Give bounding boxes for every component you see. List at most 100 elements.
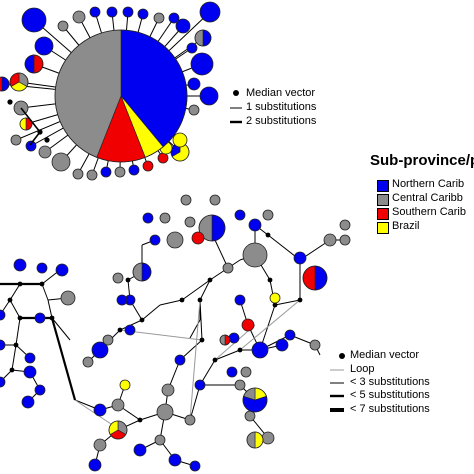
haplotype-node bbox=[21, 7, 47, 33]
haplotype-node bbox=[106, 6, 118, 18]
haplotype-node bbox=[91, 341, 109, 359]
network-edge bbox=[15, 317, 21, 346]
haplotype-node bbox=[24, 54, 44, 74]
haplotype-node bbox=[82, 356, 94, 368]
haplotype-slice bbox=[166, 231, 184, 249]
median-vector bbox=[197, 297, 203, 303]
haplotype-slice bbox=[226, 366, 238, 378]
loop-edge bbox=[189, 299, 201, 421]
haplotype-slice bbox=[24, 352, 36, 364]
bottom-legend-7-substitutions-label: < 7 substitutions bbox=[350, 403, 430, 415]
central-haplotype-node bbox=[54, 29, 188, 163]
haplotype-slice bbox=[248, 218, 262, 232]
median-vector bbox=[297, 297, 303, 303]
haplotype-slice bbox=[91, 341, 109, 359]
haplotype-node bbox=[242, 387, 268, 413]
haplotype-node bbox=[219, 334, 231, 346]
network-edge bbox=[141, 304, 161, 321]
bottom-legend-3-substitutions-label: < 3 substitutions bbox=[350, 376, 430, 388]
haplotype-node bbox=[112, 272, 124, 284]
median-vector bbox=[49, 315, 55, 321]
haplotype-outline bbox=[194, 29, 212, 47]
median-vector bbox=[39, 281, 45, 287]
haplotype-slice bbox=[159, 212, 171, 224]
haplotype-slice bbox=[275, 338, 289, 352]
haplotype-node bbox=[149, 234, 161, 246]
network-edge bbox=[29, 131, 41, 146]
haplotype-node bbox=[55, 263, 69, 277]
haplotype-node bbox=[251, 341, 269, 359]
haplotype-node bbox=[168, 453, 182, 467]
haplotype-node bbox=[0, 309, 6, 321]
haplotype-slice bbox=[25, 140, 37, 152]
median-vector bbox=[237, 347, 243, 353]
haplotype-node bbox=[168, 12, 180, 24]
haplotype-slice bbox=[93, 403, 107, 417]
haplotype-slice bbox=[122, 6, 134, 18]
haplotype-node bbox=[57, 20, 69, 32]
haplotype-node bbox=[234, 294, 246, 306]
median-vector bbox=[44, 137, 50, 143]
haplotype-outline bbox=[219, 334, 231, 346]
haplotype-node bbox=[241, 318, 255, 332]
haplotype-node bbox=[93, 403, 107, 417]
haplotype-outline bbox=[0, 76, 10, 92]
haplotype-slice bbox=[133, 443, 147, 457]
haplotype-node bbox=[142, 212, 154, 224]
median-vector bbox=[233, 90, 239, 96]
haplotype-node bbox=[175, 18, 191, 34]
haplotype-slice bbox=[23, 365, 37, 379]
haplotype-slice bbox=[234, 294, 246, 306]
median-vector bbox=[272, 302, 278, 308]
haplotype-slice bbox=[34, 384, 46, 396]
median-vector bbox=[267, 277, 273, 283]
median-vector bbox=[17, 315, 23, 321]
network-edge bbox=[214, 349, 241, 361]
bottom-legend-median-vector-label: Median vector bbox=[350, 349, 420, 361]
haplotype-slice bbox=[86, 169, 98, 181]
haplotype-node bbox=[186, 42, 198, 54]
haplotype-slice bbox=[172, 132, 188, 148]
haplotype-slice bbox=[82, 356, 94, 368]
haplotype-slice bbox=[190, 52, 214, 76]
haplotype-slice bbox=[0, 76, 3, 92]
bottom-legend-loop-label: Loop bbox=[350, 363, 375, 375]
haplotype-slice bbox=[309, 339, 321, 351]
haplotype-slice bbox=[161, 383, 175, 397]
haplotype-outline bbox=[9, 72, 29, 92]
haplotype-node bbox=[228, 332, 240, 344]
haplotype-slice bbox=[191, 231, 205, 245]
haplotype-node bbox=[248, 218, 262, 232]
haplotype-slice bbox=[0, 309, 6, 321]
haplotype-node bbox=[24, 352, 36, 364]
haplotype-slice bbox=[13, 258, 27, 272]
haplotype-node bbox=[246, 431, 264, 449]
haplotype-node bbox=[9, 72, 29, 92]
haplotype-outline bbox=[242, 387, 268, 413]
haplotype-slice bbox=[262, 209, 274, 221]
haplotype-slice bbox=[128, 164, 140, 176]
haplotype-outline bbox=[132, 262, 152, 282]
haplotype-slice bbox=[102, 334, 114, 346]
median-vector bbox=[9, 367, 15, 373]
median-vector bbox=[137, 417, 143, 423]
haplotype-slice bbox=[222, 262, 234, 274]
haplotype-slice bbox=[157, 152, 169, 164]
haplotype-slice bbox=[199, 1, 221, 23]
haplotype-node bbox=[261, 431, 275, 445]
haplotype-node bbox=[0, 376, 6, 388]
haplotype-outline bbox=[24, 54, 44, 74]
median-vector bbox=[13, 342, 19, 348]
haplotype-node bbox=[159, 212, 171, 224]
haplotype-node bbox=[51, 152, 71, 172]
haplotype-node bbox=[142, 160, 154, 172]
southern-caribbean-label: Southern Carib bbox=[392, 206, 466, 218]
median-vector bbox=[125, 277, 131, 283]
haplotype-outline bbox=[54, 29, 188, 163]
haplotype-slice bbox=[339, 219, 351, 231]
network-edge bbox=[9, 283, 21, 301]
haplotype-node bbox=[34, 384, 46, 396]
haplotype-slice bbox=[168, 453, 182, 467]
haplotype-slice bbox=[251, 341, 269, 359]
haplotype-slice bbox=[242, 242, 268, 268]
